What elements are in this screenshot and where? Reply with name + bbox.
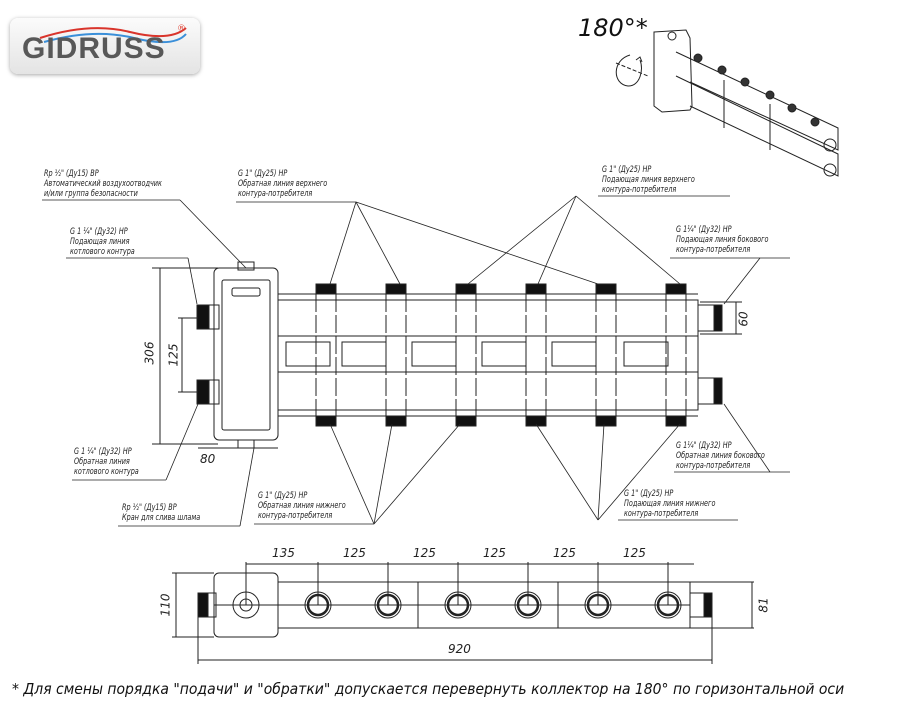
rotation-label: 180°*	[578, 14, 648, 42]
callout-line: котлового контура	[74, 466, 139, 476]
callout-spec: G 1¼" (Ду32) НР	[676, 440, 732, 450]
dim-length-total: 920	[448, 642, 471, 656]
lower-port	[455, 415, 477, 427]
separator-logo-plate	[231, 287, 261, 297]
upper-port	[315, 283, 337, 295]
dim-side-spacing: 60	[736, 311, 751, 327]
lower-port	[385, 415, 407, 427]
bar-window	[285, 341, 331, 367]
bar-window	[623, 341, 669, 367]
lower-port	[595, 415, 617, 427]
dim-top-spacing: 135	[272, 546, 295, 560]
callout-spec: G 1 ¼" (Ду32) НР	[74, 446, 132, 456]
upper-port	[385, 283, 407, 295]
bar-window	[551, 341, 597, 367]
callout-lower-return: G 1" (Ду25) НР Обратная линия нижнего ко…	[258, 490, 346, 520]
bar-window	[341, 341, 387, 367]
lower-port	[315, 415, 337, 427]
callout-spec: G 1" (Ду25) НР	[238, 168, 288, 178]
bar-window	[411, 341, 457, 367]
callout-upper-return: G 1" (Ду25) НР Обратная линия верхнего к…	[238, 168, 327, 198]
bar-window	[481, 341, 527, 367]
lower-port	[525, 415, 547, 427]
footnote: * Для смены порядка "подачи" и "обратки"…	[12, 680, 845, 698]
callout-line: контура-потребителя	[676, 460, 751, 470]
upper-port	[525, 283, 547, 295]
callout-line: Обратная линия	[74, 456, 130, 466]
callout-spec: G 1" (Ду25) НР	[624, 488, 674, 498]
brand-name: GIDRUSS	[22, 32, 166, 65]
callout-line: Подающая линия нижнего	[624, 498, 716, 508]
upper-port	[595, 283, 617, 295]
callout-line: Кран для слива шлама	[122, 512, 201, 522]
callout-line: котлового контура	[70, 246, 135, 256]
callout-upper-supply: G 1" (Ду25) НР Подающая линия верхнего к…	[602, 164, 695, 194]
callout-boiler-supply: G 1 ¼" (Ду32) НР Подающая линия котловог…	[70, 226, 135, 256]
dim-top-spacing: 125	[483, 546, 506, 560]
callout-line: контура-потребителя	[602, 184, 677, 194]
callout-spec: G 1" (Ду25) НР	[602, 164, 652, 174]
callout-line: Обратная линия бокового	[676, 450, 765, 460]
callout-line: Обратная линия верхнего	[238, 178, 328, 188]
isometric-collector-view	[653, 29, 839, 177]
callout-spec: Rp ½" (Ду15) ВР	[122, 502, 177, 512]
dim-top-spacing: 125	[553, 546, 576, 560]
dim-separator-width: 80	[200, 452, 216, 466]
callout-lower-supply: G 1" (Ду25) НР Подающая линия нижнего ко…	[624, 488, 715, 518]
callout-air-vent: Rp ½" (Ду15) ВР Автоматический воздухоот…	[44, 168, 162, 198]
callout-line: и/или группа безопасности	[44, 188, 138, 198]
callout-spec: Rp ½" (Ду15) ВР	[44, 168, 99, 178]
callout-line: Подающая линия	[70, 236, 130, 246]
upper-port	[455, 283, 477, 295]
callout-line: контура-потребителя	[624, 508, 699, 518]
callout-line: Автоматический воздухоотводчик	[44, 178, 162, 188]
gidruss-logo: GIDRUSS ®	[10, 18, 200, 74]
callout-line: Подающая линия бокового	[676, 234, 769, 244]
callout-side-supply: G 1¼" (Ду32) НР Подающая линия бокового …	[676, 224, 769, 254]
registered-mark: ®	[177, 24, 186, 34]
callout-line: контура-потребителя	[676, 244, 751, 254]
callout-spec: G 1" (Ду25) НР	[258, 490, 308, 500]
callout-boiler-return: G 1 ¼" (Ду32) НР Обратная линия котловог…	[74, 446, 139, 476]
dim-top-spacing: 125	[343, 546, 366, 560]
front-dimensions	[152, 267, 742, 449]
dim-boiler-spacing: 125	[166, 343, 181, 367]
callout-side-return: G 1¼" (Ду32) НР Обратная линия бокового …	[676, 440, 765, 470]
lower-port	[665, 415, 687, 427]
upper-port	[665, 283, 687, 295]
dim-depth-left: 110	[158, 593, 173, 617]
callout-line: контура-потребителя	[238, 188, 313, 198]
front-view	[196, 261, 723, 449]
dim-top-spacing: 125	[413, 546, 436, 560]
callout-drain: Rp ½" (Ду15) ВР Кран для слива шлама	[122, 502, 200, 522]
callout-line: Обратная линия нижнего	[258, 500, 346, 510]
callout-line: контура-потребителя	[258, 510, 333, 520]
dim-top-spacing: 125	[623, 546, 646, 560]
callout-line: Подающая линия верхнего	[602, 174, 695, 184]
leader-lines	[42, 195, 790, 527]
callout-spec: G 1 ¼" (Ду32) НР	[70, 226, 128, 236]
callout-spec: G 1¼" (Ду32) НР	[676, 224, 732, 234]
rotate-icon	[615, 54, 649, 87]
logo-waves-icon	[39, 27, 187, 44]
dim-depth-right: 81	[756, 597, 771, 613]
dim-height-total: 306	[142, 341, 157, 365]
